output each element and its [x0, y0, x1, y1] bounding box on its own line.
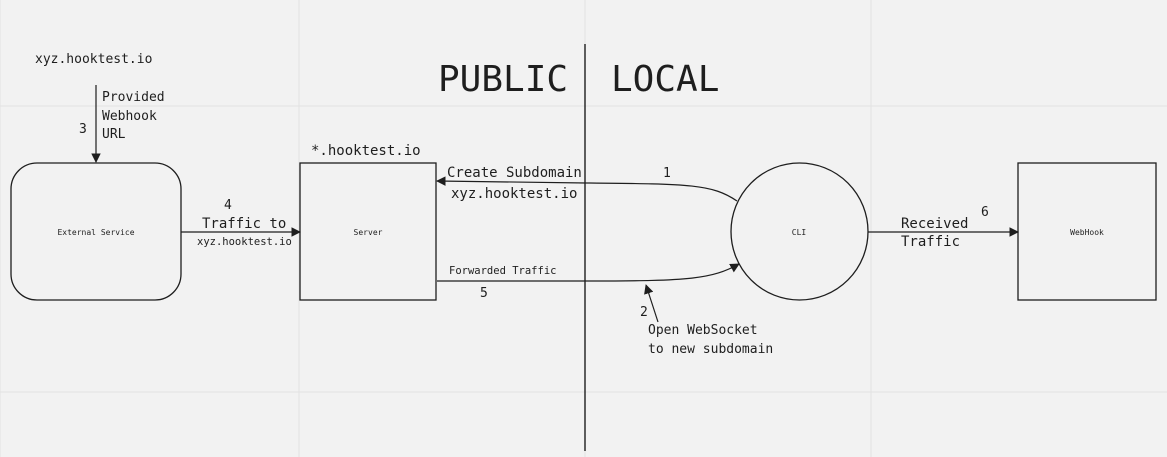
node-external-service[interactable]: External Service — [10, 162, 182, 301]
label-received-traffic: Received Traffic — [901, 216, 977, 250]
label-create-subdomain-domain: xyz.hooktest.io — [451, 186, 577, 202]
label-open-websocket-line-1: Open WebSocket — [648, 323, 758, 338]
label-wildcard-domain: *.hooktest.io — [311, 143, 421, 159]
node-webhook-label: WebHook — [1070, 228, 1104, 237]
label-step-5: 5 — [480, 286, 488, 301]
label-traffic-to-domain: xyz.hooktest.io — [197, 236, 292, 248]
label-step-1: 1 — [663, 166, 671, 181]
label-step-4: 4 — [224, 198, 232, 213]
label-open-websocket: Open WebSocket to new subdomain — [648, 323, 773, 357]
edge-open-websocket-pointer[interactable] — [644, 284, 659, 323]
label-provided-webhook-url-line-1: Provided — [102, 90, 165, 105]
label-open-websocket-line-2: to new subdomain — [648, 342, 773, 357]
node-cli[interactable]: CLI — [730, 162, 869, 301]
label-forwarded-traffic: Forwarded Traffic — [449, 265, 556, 277]
label-step-3: 3 — [79, 122, 87, 137]
label-traffic-to: Traffic to — [202, 216, 286, 232]
label-provided-webhook-url-line-3: URL — [102, 127, 126, 142]
edge-create-subdomain[interactable] — [436, 176, 738, 202]
heading-local: LOCAL — [611, 59, 719, 100]
label-create-subdomain: Create Subdomain — [447, 165, 582, 181]
edge-forwarded-traffic[interactable] — [437, 263, 740, 282]
node-server-label: Server — [354, 228, 383, 237]
label-provided-webhook-url-line-2: Webhook — [102, 109, 157, 124]
node-external-service-label: External Service — [57, 228, 134, 237]
label-received-traffic-line-2: Traffic — [901, 234, 960, 250]
node-server[interactable]: Server — [299, 162, 437, 301]
heading-public: PUBLIC — [438, 59, 568, 100]
label-provided-url-domain: xyz.hooktest.io — [35, 52, 152, 67]
label-provided-webhook-url: Provided Webhook URL — [102, 90, 172, 142]
node-cli-label: CLI — [792, 228, 807, 237]
node-webhook[interactable]: WebHook — [1017, 162, 1157, 301]
label-step-2: 2 — [640, 305, 648, 320]
label-received-traffic-line-1: Received — [901, 216, 968, 232]
label-step-6: 6 — [981, 205, 989, 220]
